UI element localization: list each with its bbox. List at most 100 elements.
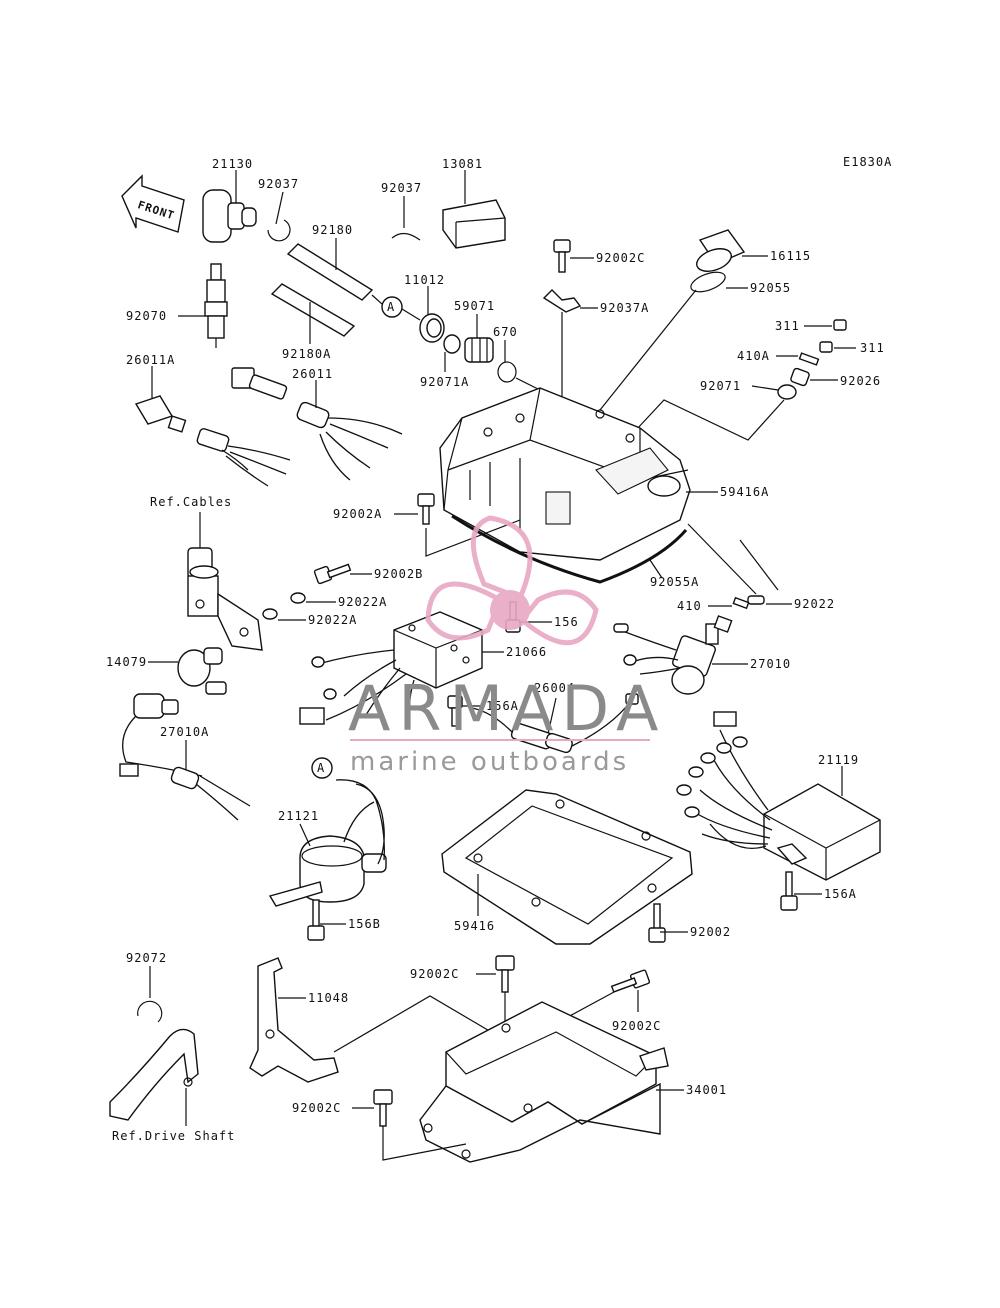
label-59416a: 59416A [720, 485, 769, 499]
label-13081: 13081 [442, 157, 483, 171]
leader-92055-to-box [599, 289, 697, 411]
drive-shaft-bracket [109, 1028, 199, 1121]
leader-92002c-right-plate [565, 991, 615, 1019]
part-27010a-switch [133, 693, 179, 719]
leader-92071 [751, 385, 779, 391]
label-27010: 27010 [750, 657, 791, 671]
label-92022: 92022 [794, 597, 835, 611]
terminal-21119-a [732, 736, 748, 748]
label-21121: 21121 [278, 809, 319, 823]
ref-cables-label: Ref.Cables [150, 495, 232, 509]
part-670-o-ring [497, 361, 517, 383]
wire-26004 [471, 701, 631, 747]
part-92022a-washer-1 [290, 592, 306, 604]
leader-670-box [515, 377, 541, 391]
part-21130-sensor [202, 189, 257, 243]
plug-27010a [170, 766, 200, 790]
diagram-code: E1830A [843, 155, 892, 169]
cable-bracket [187, 547, 263, 651]
label-59416: 59416 [454, 919, 495, 933]
label-156a-mid: 156A [486, 699, 519, 713]
terminal-21119-b [716, 742, 732, 754]
part-92022-washer [747, 595, 765, 605]
part-92070-spark-plug [204, 263, 228, 348]
label-59071: 59071 [454, 299, 495, 313]
terminal-21066-b [323, 688, 337, 700]
label-26004: 26004 [534, 681, 575, 695]
part-92180a-hose [270, 283, 356, 337]
part-92037-clip-b [391, 232, 421, 241]
connector-21066 [299, 707, 325, 725]
label-11012: 11012 [404, 273, 445, 287]
terminal-27010-a [613, 623, 629, 633]
ref-drive-shaft-label: Ref.Drive Shaft [112, 1129, 235, 1143]
label-92071a: 92071A [420, 375, 469, 389]
leader-26004 [547, 697, 557, 735]
label-92070: 92070 [126, 309, 167, 323]
label-156: 156 [554, 615, 579, 629]
part-14079-cover [177, 647, 227, 695]
connector-a-marker-low [311, 757, 333, 779]
terminal-26004 [625, 693, 639, 705]
part-156a-bolt-mid [447, 695, 463, 727]
leader-92002c-low-plate [382, 1126, 467, 1161]
label-156b: 156B [348, 917, 381, 931]
label-92002c-low: 92002C [292, 1101, 341, 1115]
label-410a: 410A [737, 349, 770, 363]
label-26011: 26011 [292, 367, 333, 381]
connector-a-marker-top [381, 296, 403, 318]
part-92002b-bolt [313, 563, 352, 585]
label-16115: 16115 [770, 249, 811, 263]
part-92037-circlip [267, 219, 291, 242]
terminal-21119-c [700, 752, 716, 764]
label-92037a: 92037A [600, 301, 649, 315]
label-92002c-top: 92002C [596, 251, 645, 265]
part-92055a-gasket [451, 514, 688, 584]
part-92055-o-ring [690, 271, 726, 293]
part-92071a-ring [443, 334, 461, 354]
label-92055: 92055 [750, 281, 791, 295]
part-13081-bracket [442, 199, 506, 249]
part-92022a-washer-2 [262, 608, 278, 620]
label-92037-a: 92037 [258, 177, 299, 191]
part-16115-cap [696, 229, 746, 272]
part-92002-bolt [648, 903, 666, 943]
label-21130: 21130 [212, 157, 253, 171]
part-92002c-bolt-top [553, 239, 571, 273]
leader-92022-to-box [687, 523, 757, 595]
wire-21121 [335, 779, 385, 865]
leader-a-top [401, 308, 421, 321]
label-26011a: 26011A [126, 353, 175, 367]
connector-21119 [713, 711, 737, 727]
wire-21119 [693, 729, 773, 850]
label-92002c-right: 92002C [612, 1019, 661, 1033]
label-311-a: 311 [775, 319, 800, 333]
part-21066-regulator [393, 611, 483, 689]
label-92022a-2: 92022A [308, 613, 357, 627]
propeller-logo-icon [425, 515, 599, 646]
label-92037-b: 92037 [381, 181, 422, 195]
part-92071-plug [777, 384, 797, 400]
leader-92180-to-a [371, 294, 383, 305]
part-59416a-box-cover [439, 387, 691, 561]
part-156a-bolt-right [780, 871, 798, 911]
leader-92002a-box [425, 519, 521, 557]
part-311-nut-b [819, 341, 833, 353]
part-92002c-bolt-right [610, 969, 651, 993]
leader-11048-to-plate [333, 995, 499, 1053]
part-11048-bracket [249, 957, 339, 1083]
label-156a-right: 156A [824, 887, 857, 901]
leader-92037-a [275, 191, 284, 225]
part-26011a-cap [134, 395, 230, 452]
part-27010-switch [671, 615, 733, 695]
part-59416-box-base [441, 789, 693, 945]
leader-92055a [649, 559, 663, 579]
wire-26011 [319, 417, 403, 481]
label-27010a: 27010A [160, 725, 209, 739]
label-92055a: 92055A [650, 575, 699, 589]
label-92180: 92180 [312, 223, 353, 237]
part-11012-cap [419, 313, 445, 343]
label-92026: 92026 [840, 374, 881, 388]
